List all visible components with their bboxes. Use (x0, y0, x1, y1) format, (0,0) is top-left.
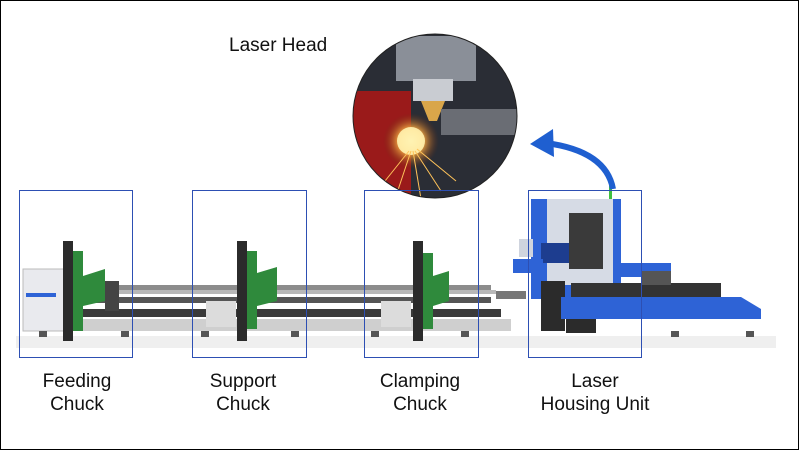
clamping-chuck-box (364, 190, 479, 358)
feeding-chuck-machine (22, 241, 119, 341)
pipe-stock (96, 290, 496, 294)
laser-head-title: Laser Head (229, 35, 328, 56)
pointer-arrow (530, 129, 616, 190)
clamping-chuck-machine (381, 241, 449, 341)
bed-rail-low (41, 309, 501, 317)
laser-head-photo (353, 34, 517, 198)
laser-housing-machine (496, 177, 761, 333)
floor-shadow (16, 336, 776, 348)
support-chuck-box (192, 190, 307, 358)
support-chuck-machine (206, 241, 277, 341)
laser-housing-box (528, 190, 642, 358)
feeding-chuck-box (19, 190, 133, 358)
